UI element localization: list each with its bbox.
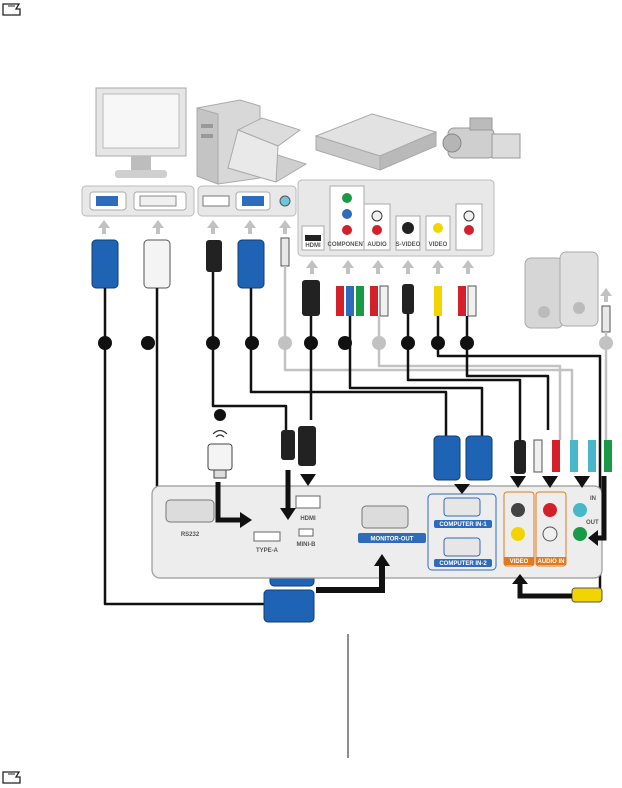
out-label: OUT (586, 520, 599, 526)
source-component-label: COMPONENT (328, 242, 367, 248)
computer-in-1-label: COMPUTER IN-1 (439, 522, 487, 528)
monitor-out-label: MONITOR-OUT (371, 537, 414, 543)
rs232-label: RS232 (181, 532, 200, 538)
source-video-label: VIDEO (429, 242, 448, 248)
note-icon (2, 771, 21, 784)
audio-in-label: AUDIO IN (538, 559, 565, 565)
mini-b-label: MINI-B (297, 542, 317, 548)
in-label: IN (590, 496, 596, 502)
source-hdmi-label: HDMI (305, 243, 321, 249)
wireless-dongle-icon (207, 429, 233, 479)
monitor-icon (95, 87, 187, 178)
camcorder-icon (442, 117, 521, 159)
source-plugs (91, 237, 611, 333)
speakers-icon (524, 251, 599, 329)
source-arrows (98, 220, 612, 302)
monitor-ports-panel (81, 185, 195, 217)
note-icon (2, 3, 21, 16)
projector-panel: RS232 TYPE-A HDMI MINI-B MONITOR-OUT COM… (151, 485, 603, 579)
callouts (98, 336, 613, 421)
av-ports-panel: HDMI COMPONENT AUDIO S-VIDEO VIDEO (297, 179, 495, 257)
hdmi-label: HDMI (300, 516, 316, 522)
type-a-label: TYPE-A (256, 548, 279, 554)
source-s-video-label: S-VIDEO (396, 242, 421, 248)
pc-ports-panel (197, 185, 297, 217)
computer-in-2-label: COMPUTER IN-2 (439, 561, 487, 567)
dvd-player-icon (314, 113, 438, 171)
laptop-icon (226, 117, 308, 183)
projector-plugs (263, 426, 612, 623)
source-audio-label: AUDIO (367, 242, 387, 248)
connection-arrows (215, 470, 607, 599)
video-label: VIDEO (510, 559, 529, 565)
